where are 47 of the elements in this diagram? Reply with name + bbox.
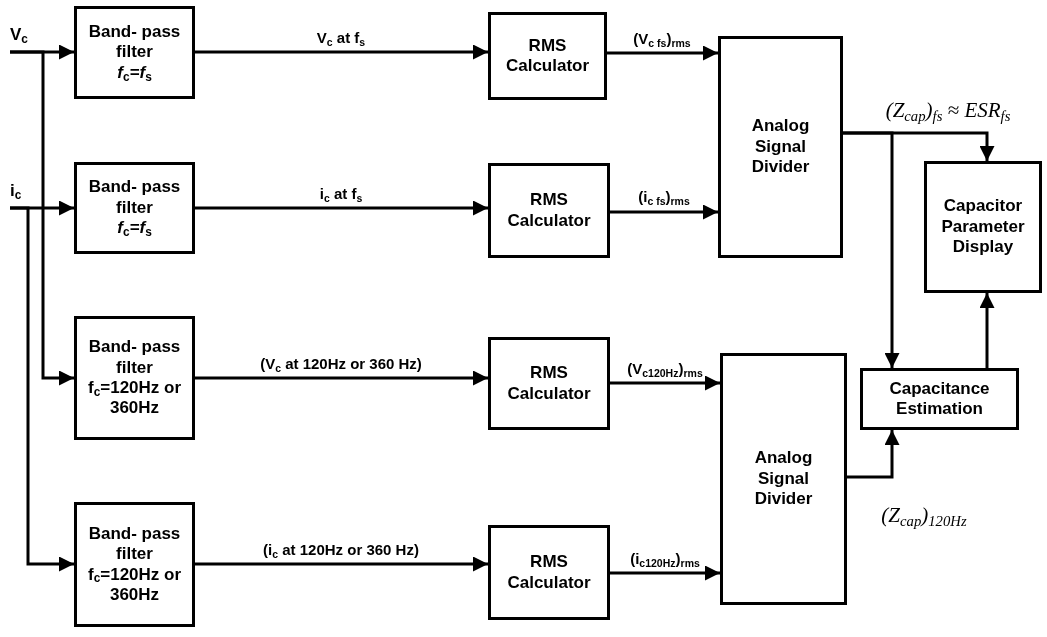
arrow: [610, 204, 718, 220]
edge-label: (V$_{c120Hz}$)$_{rms}$: [625, 361, 705, 376]
arrow: [10, 206, 74, 572]
arrow: [843, 131, 900, 368]
edge-label: V$_{c}$ at f$_{s}$: [314, 30, 368, 45]
arrow: [610, 565, 720, 581]
arrow: [10, 50, 74, 386]
edge-label: (V$_{c}$ at 120Hz or 360 Hz): [258, 356, 424, 371]
edge-label: (i$_{c}$ at 120Hz or 360 Hz): [261, 542, 421, 557]
box-label: Capacitor Parameter Display: [940, 196, 1026, 258]
arrow: [195, 200, 488, 216]
box-label: Analog Signal Divider: [750, 116, 811, 178]
signal-label: V$_{c}$: [10, 26, 36, 50]
signal-label: i$_{c}$: [10, 182, 32, 206]
arrow: [195, 556, 488, 572]
arrow: [607, 45, 718, 61]
arrow: [610, 375, 720, 391]
edge-label: (i$_{c120Hz}$)$_{rms}$: [628, 551, 702, 566]
process-box: [74, 162, 195, 254]
process-box: [924, 161, 1042, 293]
box-label: f$_{c}$=120Hz or 360Hz: [86, 378, 183, 419]
arrow: [195, 44, 488, 60]
arrow: [195, 370, 488, 386]
box-label: Capacitance Estimation: [888, 378, 991, 420]
process-box: [718, 36, 843, 258]
process-box: [74, 502, 195, 627]
process-box: [488, 525, 610, 620]
process-box: [488, 163, 610, 258]
arrow: [979, 293, 995, 368]
box-label: RMS Calculator: [506, 190, 592, 231]
process-box: [74, 6, 195, 99]
edge-label: (V$_{c fs}$)$_{rms}$: [631, 31, 693, 46]
box-label: RMS Calculator: [506, 363, 592, 404]
process-box: [720, 353, 847, 605]
box-label: f$_{c}$=f$_{s}$: [117, 62, 152, 84]
arrow: [847, 430, 900, 479]
box-label: f$_{c}$=f$_{s}$: [117, 218, 152, 239]
box-label: RMS Calculator: [506, 552, 592, 593]
process-box: [488, 337, 610, 430]
edge-label: i$_{c}$ at f$_{s}$: [317, 186, 365, 201]
box-label: RMS Calculator: [504, 35, 591, 77]
process-box: [488, 12, 607, 100]
edge-label: (i$_{c fs}$)$_{rms}$: [636, 189, 692, 204]
box-label: f$_{c}$=120Hz or 360Hz: [86, 564, 183, 606]
process-box: [860, 368, 1019, 430]
process-box: [74, 316, 195, 440]
box-label: Analog Signal Divider: [753, 448, 814, 510]
